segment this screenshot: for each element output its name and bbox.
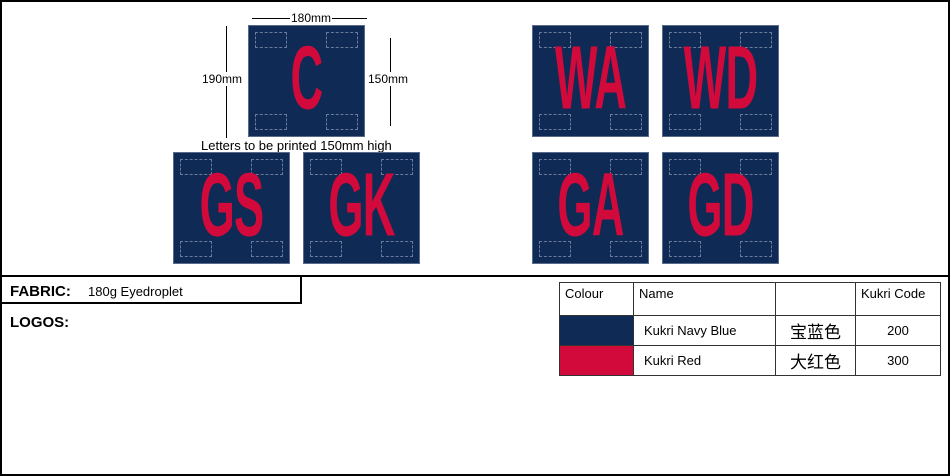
print-note: Letters to be printed 150mm high bbox=[201, 138, 392, 153]
colour-chinese-name: 大红色 bbox=[775, 345, 856, 376]
letter-height-dimension: 150mm bbox=[368, 72, 409, 86]
colour-code: 300 bbox=[855, 345, 941, 376]
header-name: Name bbox=[633, 282, 776, 316]
colour-swatch bbox=[559, 345, 634, 376]
width-dimension-line bbox=[332, 18, 367, 19]
colour-swatch bbox=[559, 315, 634, 346]
colour-table: Colour Name Kukri Code Kukri Navy Blue 宝… bbox=[559, 282, 941, 376]
table-row: Kukri Red 大红色 300 bbox=[559, 345, 941, 376]
bib-gd: GD bbox=[662, 152, 779, 264]
colour-chinese-name: 宝蓝色 bbox=[775, 315, 856, 346]
bib-letters: C bbox=[290, 27, 324, 129]
bib-letters: WD bbox=[683, 27, 759, 129]
bib-letters: WA bbox=[554, 27, 627, 129]
bib-letters: GD bbox=[687, 154, 754, 256]
bib-wa: WA bbox=[532, 25, 649, 137]
table-row: Kukri Navy Blue 宝蓝色 200 bbox=[559, 315, 941, 346]
bib-wd: WD bbox=[662, 25, 779, 137]
logos-label: LOGOS: bbox=[10, 314, 70, 331]
bib-letters: GK bbox=[328, 154, 395, 256]
header-blank bbox=[775, 282, 856, 316]
fabric-value: 180g Eyedroplet bbox=[88, 284, 183, 299]
fabric-box: FABRIC: 180g Eyedroplet bbox=[2, 275, 302, 304]
bib-letters: GA bbox=[557, 154, 624, 256]
width-dimension-line bbox=[252, 18, 290, 19]
colour-name: Kukri Navy Blue bbox=[633, 315, 776, 346]
bib-ga: GA bbox=[532, 152, 649, 264]
bib-letters: GS bbox=[199, 154, 265, 256]
fabric-label: FABRIC: bbox=[10, 283, 71, 300]
colour-name: Kukri Red bbox=[633, 345, 776, 376]
bib-c: C bbox=[248, 25, 365, 137]
colour-code: 200 bbox=[855, 315, 941, 346]
width-dimension: 180mm bbox=[291, 11, 332, 25]
bib-gk: GK bbox=[303, 152, 420, 264]
header-code: Kukri Code bbox=[855, 282, 941, 316]
bib-gs: GS bbox=[173, 152, 290, 264]
section-divider bbox=[2, 275, 948, 277]
table-header: Colour Name Kukri Code bbox=[559, 282, 941, 316]
header-colour: Colour bbox=[559, 282, 634, 316]
height-dimension: 190mm bbox=[202, 72, 243, 86]
